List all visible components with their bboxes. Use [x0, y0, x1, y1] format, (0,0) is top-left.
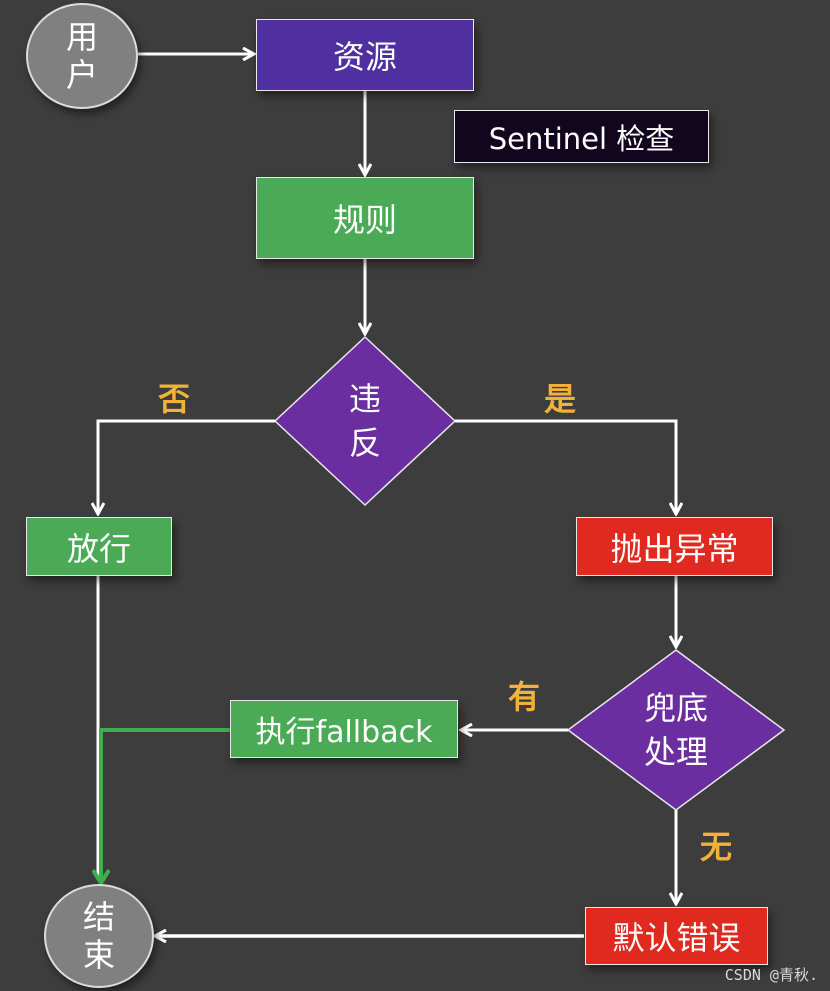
user-label-1: 用: [65, 18, 98, 56]
throw-exception-node: 抛出异常: [576, 517, 773, 576]
execute-fallback-node: 执行fallback: [230, 700, 458, 758]
fallback-label-2: 处理: [643, 733, 708, 771]
fallback-label-1: 兜底: [643, 689, 708, 727]
default-error-node: 默认错误: [585, 907, 768, 965]
edge-label-no: 否: [158, 380, 191, 418]
violation-label-2: 反: [348, 424, 381, 462]
violation-decision-text: 违 反: [315, 371, 415, 471]
fallback-decision-text: 兜底 处理: [616, 685, 736, 775]
pass-label: 放行: [66, 529, 131, 568]
user-label-2: 户: [65, 56, 98, 94]
resource-node: 资源: [256, 19, 474, 91]
edge-label-none: 无: [700, 828, 733, 866]
end-label-1: 结: [82, 898, 115, 936]
edge-label-has: 有: [508, 678, 541, 716]
rule-node: 规则: [256, 177, 474, 259]
end-label-2: 束: [82, 936, 115, 974]
edge-violation-throw: [455, 419, 676, 513]
throw-exception-label: 抛出异常: [610, 529, 739, 568]
edge-violation-pass: [98, 419, 275, 513]
sentinel-check-label: Sentinel 检查: [488, 121, 675, 156]
decision-violation-shape: [273, 335, 457, 507]
execute-fallback-label: 执行fallback: [255, 715, 433, 750]
resource-label: 资源: [332, 38, 397, 76]
edge-execute-end: [101, 728, 230, 882]
edge-label-yes: 是: [544, 380, 577, 418]
pass-node: 放行: [26, 517, 172, 576]
start-user-node: 用 户: [26, 3, 138, 109]
sentinel-check-note: Sentinel 检查: [454, 110, 709, 163]
watermark: CSDN @青秋.: [724, 966, 818, 984]
default-error-label: 默认错误: [612, 919, 741, 957]
rule-label: 规则: [332, 201, 397, 239]
violation-label-1: 违: [348, 380, 381, 418]
end-node: 结 束: [44, 884, 154, 988]
